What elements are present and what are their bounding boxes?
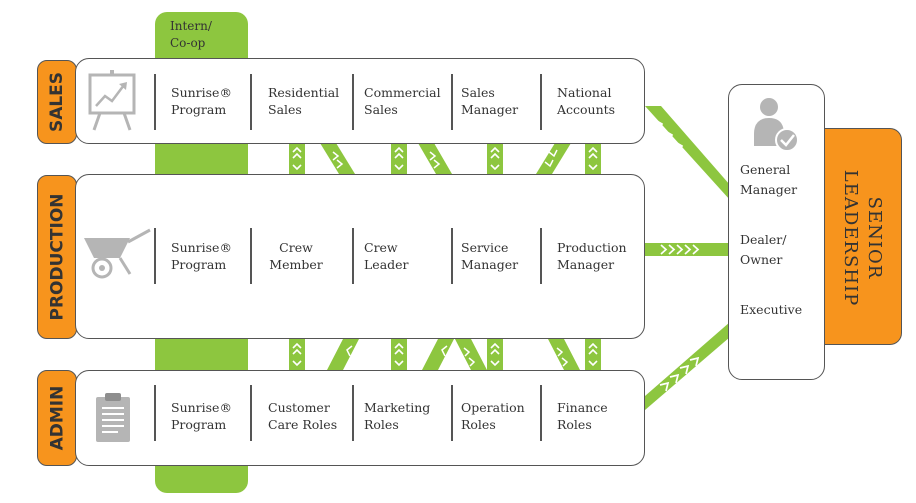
admin-cell-sunrise: Sunrise® Program bbox=[171, 400, 232, 432]
sales-tab: SALES bbox=[37, 60, 77, 144]
admin-tab: ADMIN bbox=[37, 370, 77, 466]
sales-cell-commercial: Commercial Sales bbox=[364, 85, 441, 117]
admin-divider bbox=[540, 385, 542, 441]
admin-cell-marketing: Marketing Roles bbox=[364, 400, 431, 432]
leadership-dealer-owner: Dealer/ Owner bbox=[740, 232, 787, 267]
sales-cell-manager: Sales Manager bbox=[461, 85, 519, 117]
production-tab: PRODUCTION bbox=[37, 175, 77, 339]
sales-divider bbox=[451, 74, 453, 130]
admin-cell-finance: Finance Roles bbox=[557, 400, 608, 432]
production-divider bbox=[451, 228, 453, 284]
production-cell-crew-member: Crew Member bbox=[269, 240, 323, 272]
production-cell-service: Service Manager bbox=[461, 240, 519, 272]
sales-row bbox=[75, 58, 645, 144]
admin-divider bbox=[451, 385, 453, 441]
sales-cell-national: National Accounts bbox=[557, 85, 616, 117]
senior-leadership-label: SENIOR LEADERSHIP bbox=[840, 169, 885, 307]
admin-row bbox=[75, 370, 645, 466]
leadership-executive: Executive bbox=[740, 302, 803, 317]
sales-divider bbox=[154, 74, 156, 130]
leadership-general-manager: General Manager bbox=[740, 162, 798, 197]
senior-leadership-label-wrap: SENIOR LEADERSHIP bbox=[830, 140, 894, 336]
production-tab-label: PRODUCTION bbox=[47, 193, 67, 321]
sales-divider bbox=[352, 74, 354, 130]
production-divider bbox=[352, 228, 354, 284]
senior-leadership-tab bbox=[822, 128, 902, 345]
admin-cell-operation: Operation Roles bbox=[461, 400, 525, 432]
sales-divider bbox=[250, 74, 252, 130]
admin-divider bbox=[154, 385, 156, 441]
vertical-connectors-bottom bbox=[289, 339, 601, 370]
clipboard-icon bbox=[96, 393, 130, 442]
admin-divider bbox=[250, 385, 252, 441]
production-cell-crew-leader: Crew Leader bbox=[364, 240, 409, 272]
production-cell-production-manager: Production Manager bbox=[557, 240, 627, 272]
production-divider bbox=[154, 228, 156, 284]
sales-cell-sunrise: Sunrise® Program bbox=[171, 85, 232, 117]
admin-tab-label: ADMIN bbox=[47, 385, 67, 451]
sales-tab-label: SALES bbox=[47, 71, 67, 133]
intern-label: Intern/ Co-op bbox=[170, 19, 212, 50]
presentation-chart-icon bbox=[88, 70, 136, 131]
admin-divider bbox=[352, 385, 354, 441]
production-divider bbox=[250, 228, 252, 284]
production-cell-sunrise: Sunrise® Program bbox=[171, 240, 232, 272]
sales-cell-residential: Residential Sales bbox=[268, 85, 340, 117]
admin-cell-customer-care: Customer Care Roles bbox=[268, 400, 338, 432]
sales-divider bbox=[540, 74, 542, 130]
production-row bbox=[75, 174, 645, 339]
leadership-arrows bbox=[645, 106, 730, 410]
production-divider bbox=[540, 228, 542, 284]
wheelbarrow-icon bbox=[84, 228, 151, 279]
vertical-connectors-top bbox=[289, 143, 601, 174]
user-check-icon bbox=[754, 98, 799, 152]
